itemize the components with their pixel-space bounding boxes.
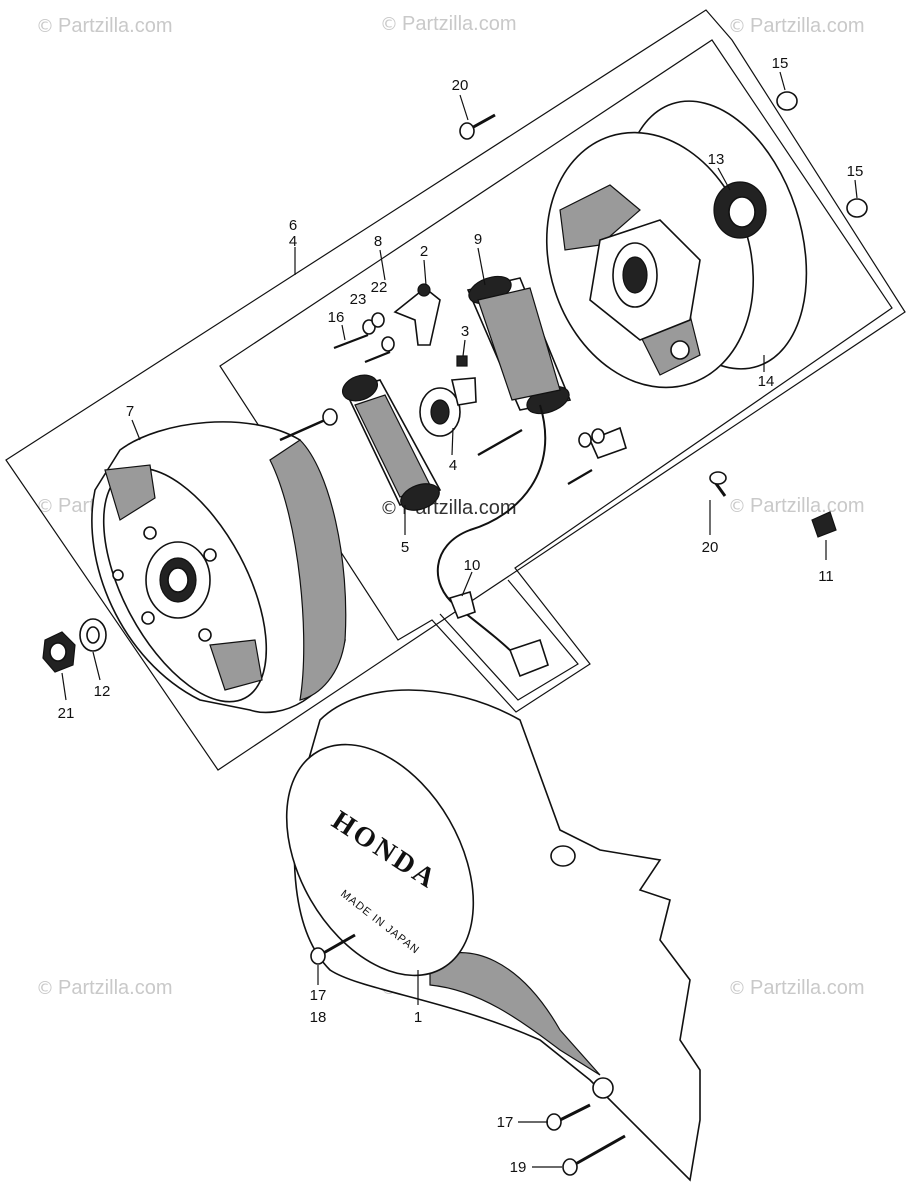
callout-8: 8 xyxy=(374,233,382,250)
svg-text:Partzilla.com: Partzilla.com xyxy=(750,495,864,517)
cover-screw-19 xyxy=(562,1134,626,1176)
watermark-top-left: ©Partzilla.com xyxy=(36,15,172,37)
callout-2: 2 xyxy=(420,243,428,260)
callout-1: 1 xyxy=(414,1009,422,1026)
callout-labels: 20 15 15 13 6 4 8 2 9 22 23 16 3 4 5 7 1… xyxy=(58,55,864,1176)
callout-11: 11 xyxy=(818,568,834,585)
wire-clamp xyxy=(588,426,627,460)
svg-text:Partzilla.com: Partzilla.com xyxy=(750,15,864,37)
svg-text:©: © xyxy=(380,14,398,35)
callout-16: 16 xyxy=(328,309,345,326)
stator-inner-box xyxy=(219,39,893,713)
leader-lines xyxy=(61,71,858,1168)
callout-6: 6 xyxy=(289,217,297,234)
cover-screw-17-upper xyxy=(310,933,356,965)
svg-text:©: © xyxy=(380,498,398,519)
watermark-bottom-left: ©Partzilla.com xyxy=(36,977,172,999)
callout-17-upper: 17 xyxy=(310,987,327,1004)
watermark-top-right: ©Partzilla.com xyxy=(728,15,864,37)
callout-5: 5 xyxy=(401,539,409,556)
callout-13: 13 xyxy=(708,151,725,168)
svg-text:©: © xyxy=(728,496,746,517)
callout-17-lower: 17 xyxy=(497,1114,514,1131)
callout-20-upper: 20 xyxy=(452,77,469,94)
crankcase-cover: HONDA MADE IN JAPAN xyxy=(285,689,701,1182)
assembly-outer-box xyxy=(5,9,906,771)
oil-seal xyxy=(713,181,767,239)
screw-20-right xyxy=(709,471,727,497)
stator-base-plate xyxy=(545,100,808,389)
stator-inner-box-return xyxy=(439,579,579,701)
felt-part xyxy=(456,355,468,367)
cover-screw-17-lower xyxy=(546,1103,591,1131)
flywheel-nut xyxy=(42,631,76,673)
callout-3: 3 xyxy=(461,323,469,340)
stator-screws xyxy=(279,312,605,485)
callout-19: 19 xyxy=(510,1159,527,1176)
screw-20-upper xyxy=(459,113,496,140)
o-ring-upper xyxy=(776,91,798,111)
flywheel-rotor xyxy=(91,421,347,714)
flywheel-washer xyxy=(79,618,107,652)
callout-7: 7 xyxy=(126,403,134,420)
watermark-bottom-right: ©Partzilla.com xyxy=(728,977,864,999)
callout-15-upper: 15 xyxy=(772,55,789,72)
callout-14: 14 xyxy=(758,373,775,390)
condenser xyxy=(419,377,477,437)
svg-text:Partzilla.com: Partzilla.com xyxy=(58,977,172,999)
watermark-mid-right: ©Partzilla.com xyxy=(728,495,864,517)
callout-18: 18 xyxy=(310,1009,327,1026)
callout-10: 10 xyxy=(464,557,481,574)
callout-9: 9 xyxy=(474,231,482,248)
contact-breaker xyxy=(393,283,441,346)
callout-20-right: 20 xyxy=(702,539,719,556)
svg-text:©: © xyxy=(728,978,746,999)
callout-23: 23 xyxy=(350,291,367,308)
svg-text:©: © xyxy=(728,16,746,37)
watermark-top-center: ©Partzilla.com xyxy=(380,13,516,35)
callout-4-assembly: 4 xyxy=(289,233,297,250)
callout-21: 21 xyxy=(58,705,75,722)
svg-text:Partzilla.com: Partzilla.com xyxy=(750,977,864,999)
callout-22: 22 xyxy=(371,279,388,296)
clamp-11 xyxy=(811,511,837,538)
svg-text:©: © xyxy=(36,496,54,517)
svg-text:Partzilla.com: Partzilla.com xyxy=(58,15,172,37)
lighting-coil xyxy=(466,275,572,415)
svg-text:©: © xyxy=(36,978,54,999)
callout-4: 4 xyxy=(449,457,457,474)
callout-12: 12 xyxy=(94,683,111,700)
ignition-coil xyxy=(341,374,442,511)
svg-text:©: © xyxy=(36,16,54,37)
callout-15-lower: 15 xyxy=(847,163,864,180)
svg-text:Partzilla.com: Partzilla.com xyxy=(402,13,516,35)
o-ring-lower xyxy=(846,198,868,218)
